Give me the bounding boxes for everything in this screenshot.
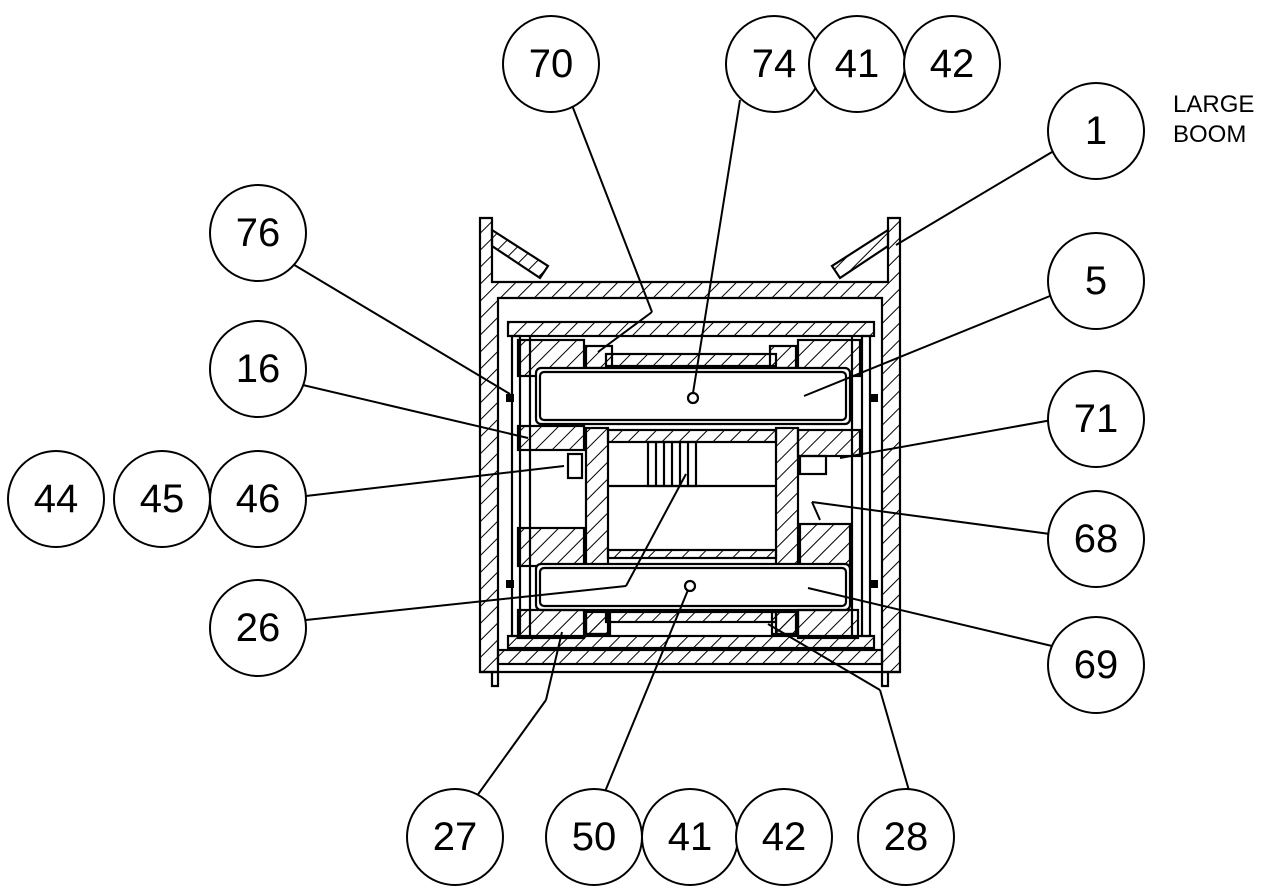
callout-16: 16 [236,347,281,391]
callout-41-bottom: 41 [668,815,713,859]
callout-27: 27 [433,815,478,859]
callout-26: 26 [236,606,281,650]
callout-labels: 70 74 41 42 1 76 5 16 71 44 45 46 68 26 … [34,42,1119,859]
callout-46: 46 [236,477,281,521]
callout-balloons [7,15,1145,886]
boom-housing [478,216,902,688]
leader-lines [275,99,1053,837]
callout-42-top: 42 [930,42,975,86]
callout-69: 69 [1074,643,1119,687]
callout-76: 76 [236,211,281,255]
note-line-1: LARGE [1173,91,1254,118]
callout-44: 44 [34,477,79,521]
callout-42-bottom: 42 [762,815,807,859]
large-boom-note: LARGE BOOM [1173,91,1254,148]
callout-41-top: 41 [835,42,880,86]
side-pins [506,394,878,588]
callout-45: 45 [140,477,185,521]
callout-1: 1 [1085,109,1107,153]
note-line-2: BOOM [1173,121,1246,148]
upper-roller-assembly [516,338,862,480]
callout-5: 5 [1085,259,1107,303]
callout-71: 71 [1074,397,1119,441]
callout-50: 50 [572,815,617,859]
callout-68: 68 [1074,517,1119,561]
callout-28: 28 [884,815,929,859]
callout-74: 74 [752,42,797,86]
callout-70: 70 [529,42,574,86]
lower-roller-assembly [516,526,860,640]
